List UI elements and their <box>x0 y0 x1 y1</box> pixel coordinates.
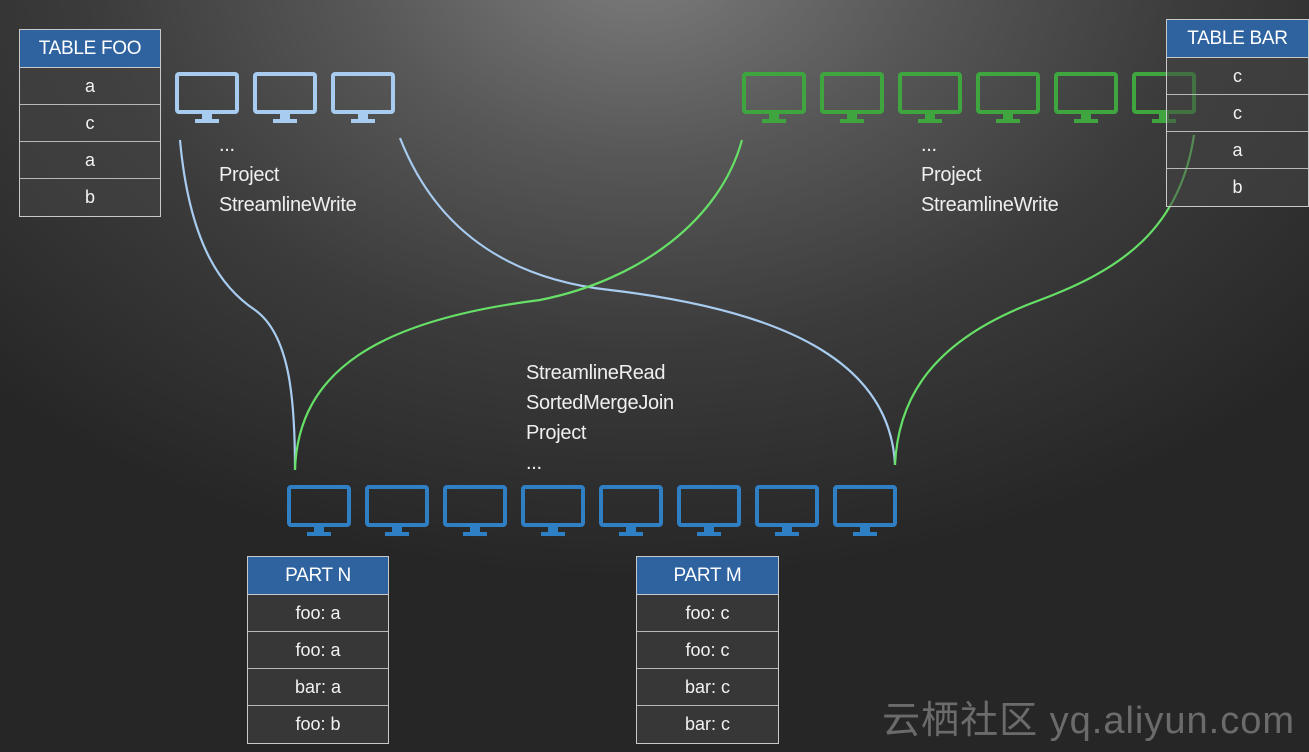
join-worker-monitor-icon <box>443 485 507 536</box>
table-bar: TABLE BAR c c a b <box>1166 19 1309 207</box>
bar-link-to-part-m <box>893 134 1196 466</box>
join-worker-monitor-icon <box>287 485 351 536</box>
partition-n-row: foo: a <box>248 632 388 669</box>
partition-m-row: bar: c <box>684 714 731 734</box>
table-foo-row: a <box>20 142 160 179</box>
join-operator: ... <box>526 452 542 474</box>
join-operators: StreamlineRead SortedMergeJoin Project .… <box>526 358 674 478</box>
foo-operators: ... Project StreamlineWrite <box>219 130 357 220</box>
join-operator: Project <box>526 422 587 444</box>
foo-operator: ... <box>219 134 235 156</box>
table-bar-row: c <box>1167 95 1308 132</box>
table-foo: TABLE FOO a c a b <box>19 29 161 217</box>
partition-n-table: PART N foo: a foo: a bar: a foo: b <box>247 556 389 744</box>
join-worker-monitor-icon <box>599 485 663 536</box>
foo-link-to-part-n <box>178 139 297 471</box>
join-worker-monitor-icon <box>677 485 741 536</box>
table-bar-header: TABLE BAR <box>1167 20 1308 58</box>
table-bar-row: b <box>1232 177 1243 197</box>
table-bar-row: c <box>1167 58 1308 95</box>
bar-operators: ... Project StreamlineWrite <box>921 130 1059 220</box>
join-operator: SortedMergeJoin <box>526 392 674 414</box>
partition-n-row: foo: a <box>248 595 388 632</box>
partition-n-row: foo: b <box>295 714 341 734</box>
join-worker-monitor-icon <box>833 485 897 536</box>
join-worker-monitor-icon <box>365 485 429 536</box>
join-worker-monitor-icon <box>755 485 819 536</box>
bar-link-to-part-n <box>293 139 744 471</box>
bar-worker-monitor-icon <box>976 72 1040 123</box>
join-worker-monitor-icon <box>521 485 585 536</box>
bar-operator: StreamlineWrite <box>921 194 1059 216</box>
bar-operator: Project <box>921 164 982 186</box>
bar-worker-monitor-icon <box>742 72 806 123</box>
foo-link-to-part-m <box>398 137 897 466</box>
foo-operator: StreamlineWrite <box>219 194 357 216</box>
foo-operator: Project <box>219 164 280 186</box>
foo-worker-monitor-icon <box>331 72 395 123</box>
foo-worker-monitor-icon <box>253 72 317 123</box>
table-foo-row: b <box>84 187 95 207</box>
join-operator: StreamlineRead <box>526 362 666 384</box>
partition-n-header: PART N <box>248 557 388 595</box>
partition-m-row: foo: c <box>637 595 778 632</box>
bar-operator: ... <box>921 134 937 156</box>
table-foo-row: a <box>20 68 160 105</box>
table-foo-header: TABLE FOO <box>20 30 160 68</box>
bar-worker-monitor-icon <box>898 72 962 123</box>
partition-n-row: bar: a <box>248 669 388 706</box>
partition-m-row: bar: c <box>637 669 778 706</box>
foo-worker-monitor-icon <box>175 72 239 123</box>
table-foo-row: c <box>20 105 160 142</box>
table-bar-row: a <box>1167 132 1308 169</box>
bar-worker-monitor-icon <box>820 72 884 123</box>
bar-worker-monitor-icon <box>1054 72 1118 123</box>
partition-m-header: PART M <box>637 557 778 595</box>
watermark: 云栖社区 yq.aliyun.com <box>882 700 1295 742</box>
partition-m-table: PART M foo: c foo: c bar: c bar: c <box>636 556 779 744</box>
partition-m-row: foo: c <box>637 632 778 669</box>
